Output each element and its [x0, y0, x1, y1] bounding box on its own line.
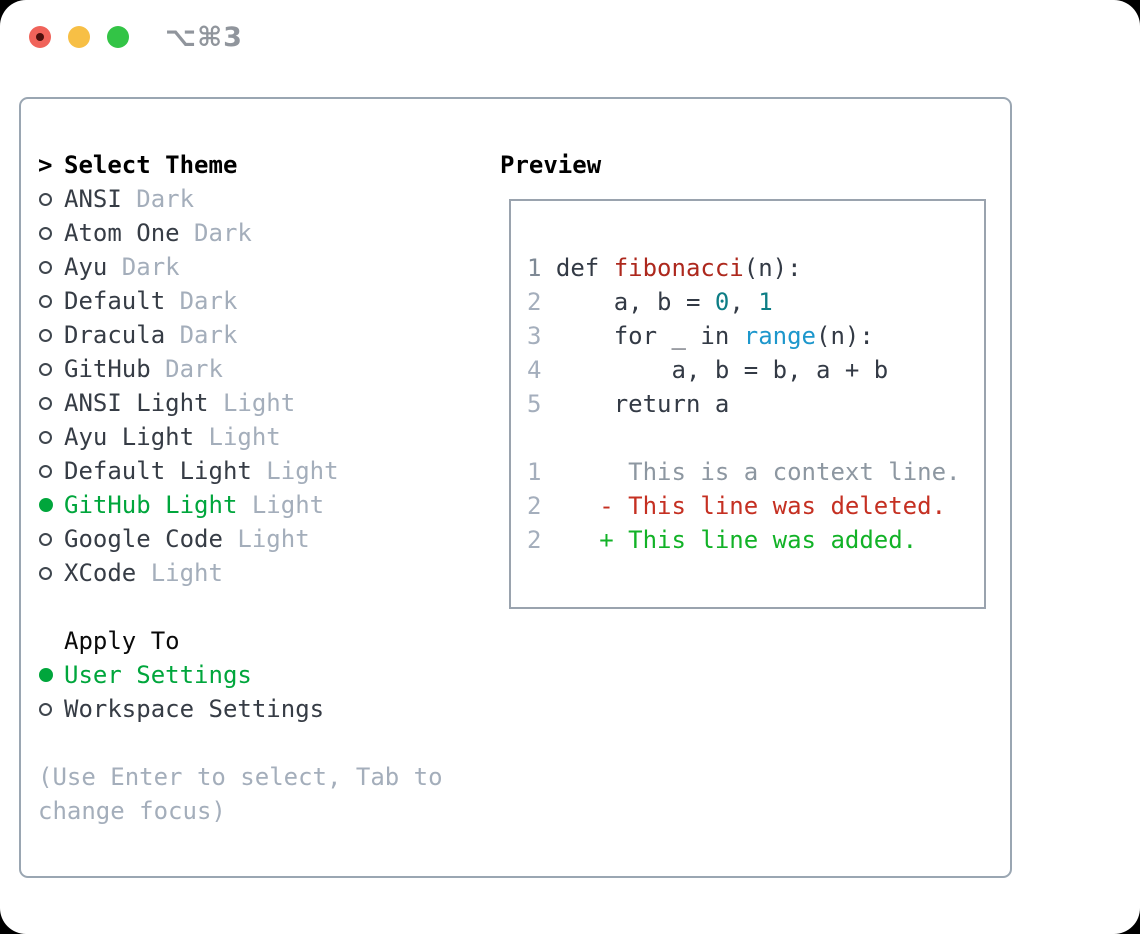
theme-variant-tag: Dark [179, 219, 252, 247]
theme-item-dracula[interactable]: Dracula Dark [38, 318, 478, 352]
zoom-button[interactable] [107, 26, 129, 48]
apply-option-user-settings[interactable]: User Settings [38, 658, 478, 692]
title-bar: ⌥⌘3 [0, 0, 1140, 74]
apply-option-label: User Settings [64, 661, 252, 689]
minimize-button[interactable] [68, 26, 90, 48]
theme-item-label: Dracula [64, 321, 166, 349]
preview-line-4: 4 a, b = b, a + b [527, 356, 889, 384]
apply-to-title: Apply To [64, 627, 180, 655]
radio-unselected-icon [38, 328, 64, 342]
prompt-arrow-icon: > [38, 151, 53, 179]
theme-variant-tag: Light [237, 491, 325, 519]
theme-variant-tag: Dark [121, 185, 195, 213]
preview-line-6 [527, 421, 972, 455]
theme-item-default[interactable]: Default Dark [38, 284, 478, 318]
theme-variant-tag: Dark [165, 287, 238, 315]
hint-line-2: change focus) [38, 797, 226, 825]
radio-unselected-icon [38, 430, 64, 444]
theme-item-label: Default [64, 287, 166, 315]
apply-option-label: Workspace Settings [64, 695, 325, 723]
close-button[interactable] [29, 26, 51, 48]
radio-selected-icon [38, 668, 64, 682]
theme-item-label: Ayu Light [64, 423, 195, 451]
radio-unselected-icon [38, 226, 64, 240]
theme-item-atom-one[interactable]: Atom One Dark [38, 216, 478, 250]
radio-unselected-icon [38, 566, 64, 580]
select-theme-title: Select Theme [64, 151, 238, 179]
theme-variant-tag: Dark [150, 355, 223, 383]
theme-item-label: Default Light [64, 457, 252, 485]
theme-item-label: Atom One [64, 219, 180, 247]
preview-line-7: 1 This is a context line. [527, 458, 961, 486]
preview-line-9: 2 + This line was added. [527, 526, 918, 554]
theme-item-label: XCode [64, 559, 137, 587]
spacer [38, 726, 478, 760]
radio-unselected-icon [38, 532, 64, 546]
radio-unselected-icon [38, 464, 64, 478]
theme-item-xcode[interactable]: XCode Light [38, 556, 478, 590]
theme-item-ayu-light[interactable]: Ayu Light Light [38, 420, 478, 454]
preview-pane: 1 def fibonacci(n): 2 a, b = 0, 1 3 for _ … [509, 199, 986, 609]
radio-unselected-icon [38, 396, 64, 410]
apply-to-header-row: Apply To [38, 624, 478, 658]
spacer [38, 590, 478, 624]
preview-line-5: 5 return a [527, 390, 730, 418]
theme-variant-tag: Light [251, 457, 339, 485]
theme-variant-tag: Light [222, 525, 310, 553]
theme-item-google-code[interactable]: Google Code Light [38, 522, 478, 556]
theme-variant-tag: Light [194, 423, 281, 451]
theme-item-label: ANSI [64, 185, 122, 213]
radio-unselected-icon [38, 294, 64, 308]
theme-item-label: Google Code [64, 525, 223, 553]
radio-unselected-icon [38, 260, 64, 274]
theme-item-label: Ayu [64, 253, 108, 281]
theme-item-label: GitHub Light [64, 491, 238, 519]
theme-variant-tag: Light [208, 389, 296, 417]
theme-item-github-light[interactable]: GitHub Light Light [38, 488, 478, 522]
preview-title: Preview [500, 151, 602, 179]
theme-item-ayu[interactable]: Ayu Dark [38, 250, 478, 284]
radio-unselected-icon [38, 702, 64, 716]
theme-item-default-light[interactable]: Default Light Light [38, 454, 478, 488]
radio-unselected-icon [38, 362, 64, 376]
theme-item-github[interactable]: GitHub Dark [38, 352, 478, 386]
theme-variant-tag: Dark [107, 253, 180, 281]
hint-line-1: (Use Enter to select, Tab to [38, 763, 443, 791]
select-theme-header-row: > Select Theme [38, 148, 478, 182]
preview-line-2: 2 a, b = 0, 1 [527, 288, 773, 316]
apply-option-workspace-settings[interactable]: Workspace Settings [38, 692, 478, 726]
theme-item-ansi-light[interactable]: ANSI Light Light [38, 386, 478, 420]
radio-unselected-icon [38, 192, 64, 206]
radio-selected-icon [38, 498, 64, 512]
theme-variant-tag: Dark [165, 321, 238, 349]
preview-line-3: 3 for _ in range(n): [527, 322, 874, 350]
theme-item-ansi[interactable]: ANSI Dark [38, 182, 478, 216]
window-title: ⌥⌘3 [165, 22, 243, 53]
preview-line-8: 2 - This line was deleted. [527, 492, 947, 520]
theme-item-label: ANSI Light [64, 389, 209, 417]
preview-line-1: 1 def fibonacci(n): [527, 254, 802, 282]
theme-item-label: GitHub [64, 355, 151, 383]
theme-variant-tag: Light [136, 559, 223, 587]
